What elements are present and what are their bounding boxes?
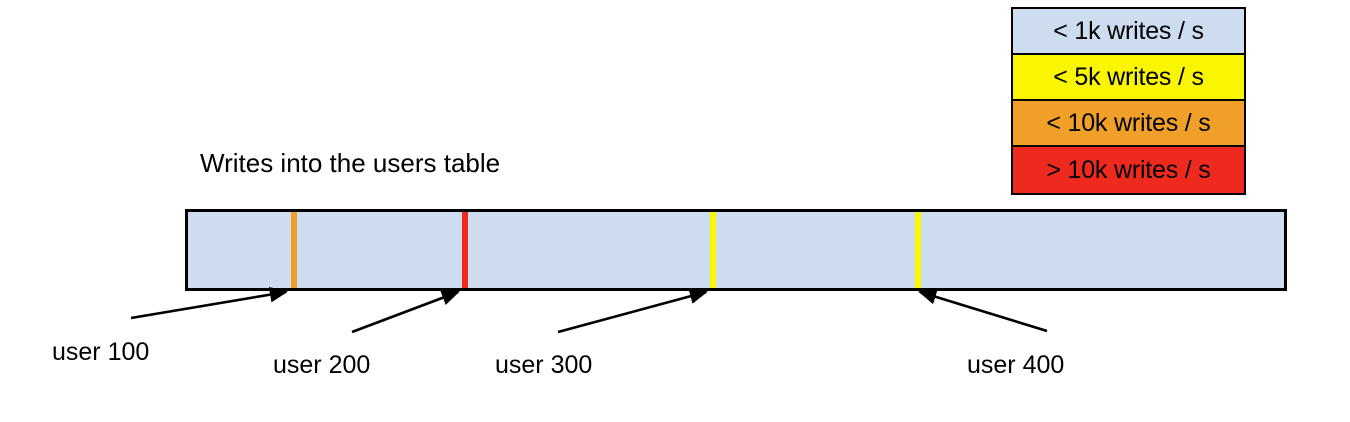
marker-user-100	[291, 212, 297, 288]
arrow-user-300	[557, 288, 709, 334]
legend-label: > 10k writes / s	[1046, 155, 1211, 184]
legend-label: < 10k writes / s	[1046, 108, 1211, 137]
callout-label-user-400: user 400	[967, 351, 1065, 379]
legend-row-under-1k: < 1k writes / s	[1013, 9, 1244, 55]
arrow-user-200	[351, 290, 460, 334]
legend-label: < 1k writes / s	[1053, 16, 1204, 45]
callout-label-user-100: user 100	[52, 338, 150, 366]
legend: < 1k writes / s < 5k writes / s < 10k wr…	[1011, 7, 1246, 195]
marker-user-200	[462, 212, 468, 288]
callout-label-user-300: user 300	[495, 351, 593, 379]
legend-row-over-10k: > 10k writes / s	[1013, 147, 1244, 193]
callout-label-user-200: user 200	[273, 351, 371, 379]
marker-user-300	[710, 212, 716, 288]
legend-row-under-5k: < 5k writes / s	[1013, 55, 1244, 101]
marker-user-400	[915, 212, 921, 288]
arrow-user-100	[130, 286, 289, 320]
diagram-caption: Writes into the users table	[200, 148, 501, 178]
arrow-user-400	[918, 289, 1048, 333]
legend-label: < 5k writes / s	[1053, 62, 1204, 91]
users-table-strip	[185, 209, 1287, 291]
legend-row-under-10k: < 10k writes / s	[1013, 101, 1244, 147]
